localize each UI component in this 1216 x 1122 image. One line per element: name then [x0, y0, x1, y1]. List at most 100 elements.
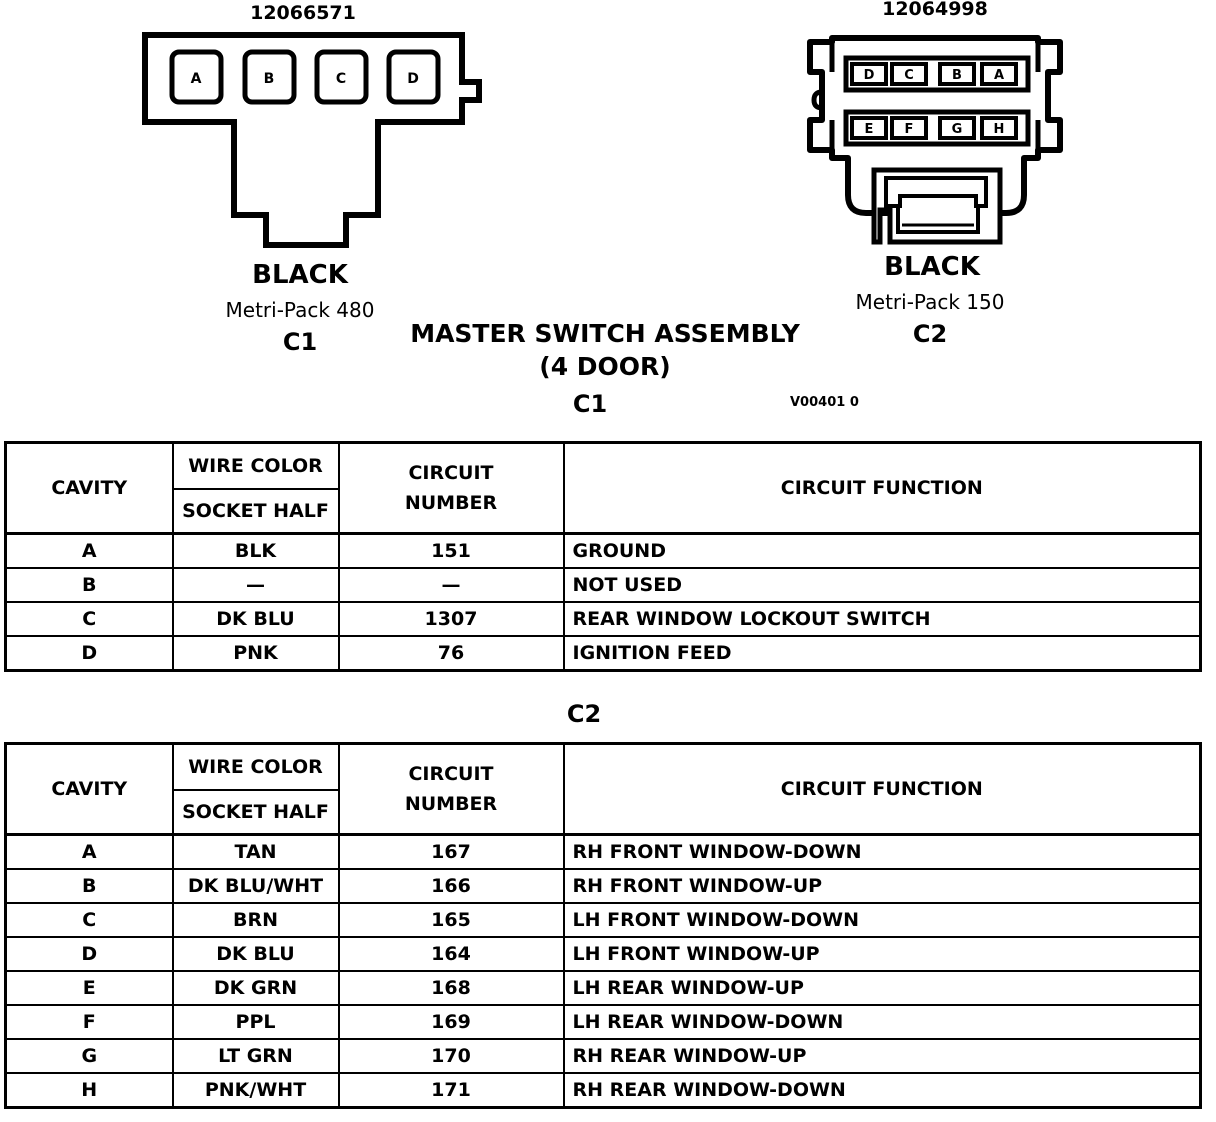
c2-pin-label: G — [952, 122, 963, 137]
assembly-title: MASTER SWITCH ASSEMBLY — [410, 319, 800, 348]
c2-cavity-b — [938, 62, 976, 86]
cell-wire-color: DK BLU/WHT — [171, 868, 340, 904]
cell-cavity: D — [4, 936, 174, 972]
cell-cavity: G — [4, 1038, 174, 1074]
cell-circuit-function: LH REAR WINDOW-DOWN — [562, 1004, 1202, 1040]
header-circuit-number: CIRCUIT NUMBER — [337, 742, 565, 836]
c1-cavities — [169, 49, 441, 105]
cell-circuit-function: LH FRONT WINDOW-UP — [562, 936, 1202, 972]
cell-wire-color: BLK — [171, 532, 340, 569]
cell-circuit-function: IGNITION FEED — [562, 635, 1202, 672]
c2-table-title: C2 — [566, 700, 602, 728]
cell-wire-color: LT GRN — [171, 1038, 340, 1074]
c1-connector-drawing: A B C D — [142, 32, 482, 248]
c1-cavity-c — [314, 49, 369, 105]
cell-wire-color: DK BLU — [171, 601, 340, 637]
c2-cavity-c — [890, 62, 928, 86]
cell-cavity: C — [4, 601, 174, 637]
cell-cavity: B — [4, 567, 174, 603]
header-wire-color: WIRE COLOR — [171, 742, 340, 791]
table-row: B——NOT USED — [4, 567, 1202, 603]
cell-cavity: A — [4, 532, 174, 569]
cell-cavity: D — [4, 635, 174, 672]
header-socket-half: SOCKET HALF — [171, 789, 340, 836]
c1-part-number: 12066571 — [250, 2, 356, 24]
header-circuit-number: CIRCUIT NUMBER — [337, 441, 565, 535]
cell-wire-color: — — [171, 567, 340, 603]
cell-circuit-number: 170 — [337, 1038, 565, 1074]
c2-series-label: Metri-Pack 150 — [855, 290, 1005, 314]
c2-latch-notch — [811, 89, 823, 111]
cell-wire-color: BRN — [171, 902, 340, 938]
c1-color-label: BLACK — [252, 260, 348, 290]
header-wire-color: WIRE COLOR — [171, 441, 340, 490]
c1-cavity-a — [169, 49, 224, 105]
cell-wire-color: PNK — [171, 635, 340, 672]
header-socket-half: SOCKET HALF — [171, 488, 340, 535]
cell-wire-color: DK GRN — [171, 970, 340, 1006]
cell-cavity: E — [4, 970, 174, 1006]
c1-table-title: C1 — [572, 390, 608, 418]
cell-cavity: B — [4, 868, 174, 904]
cell-circuit-number: 167 — [337, 833, 565, 870]
header-circuit-function: CIRCUIT FUNCTION — [562, 742, 1202, 836]
cell-wire-color: PPL — [171, 1004, 340, 1040]
header-cavity: CAVITY — [4, 441, 174, 535]
cell-circuit-function: RH FRONT WINDOW-DOWN — [562, 833, 1202, 870]
assembly-subtitle: (4 DOOR) — [539, 352, 671, 381]
c2-connector-drawing: D C B A E F G H — [807, 35, 1063, 245]
cell-wire-color: TAN — [171, 833, 340, 870]
cell-cavity: C — [4, 902, 174, 938]
cell-circuit-number: 1307 — [337, 601, 565, 637]
cell-circuit-function: RH REAR WINDOW-UP — [562, 1038, 1202, 1074]
cell-circuit-number: 164 — [337, 936, 565, 972]
cell-circuit-number: 165 — [337, 902, 565, 938]
figure-code: V00401 0 — [790, 395, 859, 410]
cell-circuit-number: — — [337, 567, 565, 603]
c1-cavity-b — [242, 49, 297, 105]
c2-cavity-a — [980, 62, 1018, 86]
c2-cavity-table: CAVITY WIRE COLOR CIRCUIT NUMBER CIRCUIT… — [4, 742, 1202, 1109]
c2-color-label: BLACK — [884, 252, 980, 282]
c2-pin-label: A — [994, 68, 1004, 83]
c1-pin-label: B — [264, 71, 275, 87]
c2-pin-label: C — [904, 68, 914, 83]
cell-cavity: A — [4, 833, 174, 870]
cell-circuit-function: NOT USED — [562, 567, 1202, 603]
cell-cavity: F — [4, 1004, 174, 1040]
cell-circuit-function: RH REAR WINDOW-DOWN — [562, 1072, 1202, 1109]
cell-circuit-function: REAR WINDOW LOCKOUT SWITCH — [562, 601, 1202, 637]
c2-cavity-f — [890, 116, 928, 140]
c1-series-label: Metri-Pack 480 — [225, 298, 375, 322]
cell-circuit-function: GROUND — [562, 532, 1202, 569]
cell-circuit-number: 76 — [337, 635, 565, 672]
c1-cavity-table: CAVITY WIRE COLOR CIRCUIT NUMBER CIRCUIT… — [4, 441, 1202, 672]
c1-pin-label: C — [336, 71, 346, 87]
c2-pin-label: B — [952, 68, 962, 83]
header-circuit-function: CIRCUIT FUNCTION — [562, 441, 1202, 535]
cell-circuit-number: 169 — [337, 1004, 565, 1040]
c2-cavity-d — [850, 62, 888, 86]
c2-pin-label: E — [865, 122, 874, 137]
c2-part-number: 12064998 — [882, 0, 988, 20]
cell-circuit-function: LH FRONT WINDOW-DOWN — [562, 902, 1202, 938]
cell-circuit-function: LH REAR WINDOW-UP — [562, 970, 1202, 1006]
cell-circuit-number: 171 — [337, 1072, 565, 1109]
c2-pin-label: D — [864, 68, 875, 83]
cell-wire-color: DK BLU — [171, 936, 340, 972]
cell-circuit-number: 168 — [337, 970, 565, 1006]
c1-cavity-d — [386, 49, 441, 105]
c1-pin-label: A — [191, 71, 202, 87]
c2-pin-label: H — [994, 122, 1005, 137]
c1-connector-id: C1 — [282, 328, 318, 356]
